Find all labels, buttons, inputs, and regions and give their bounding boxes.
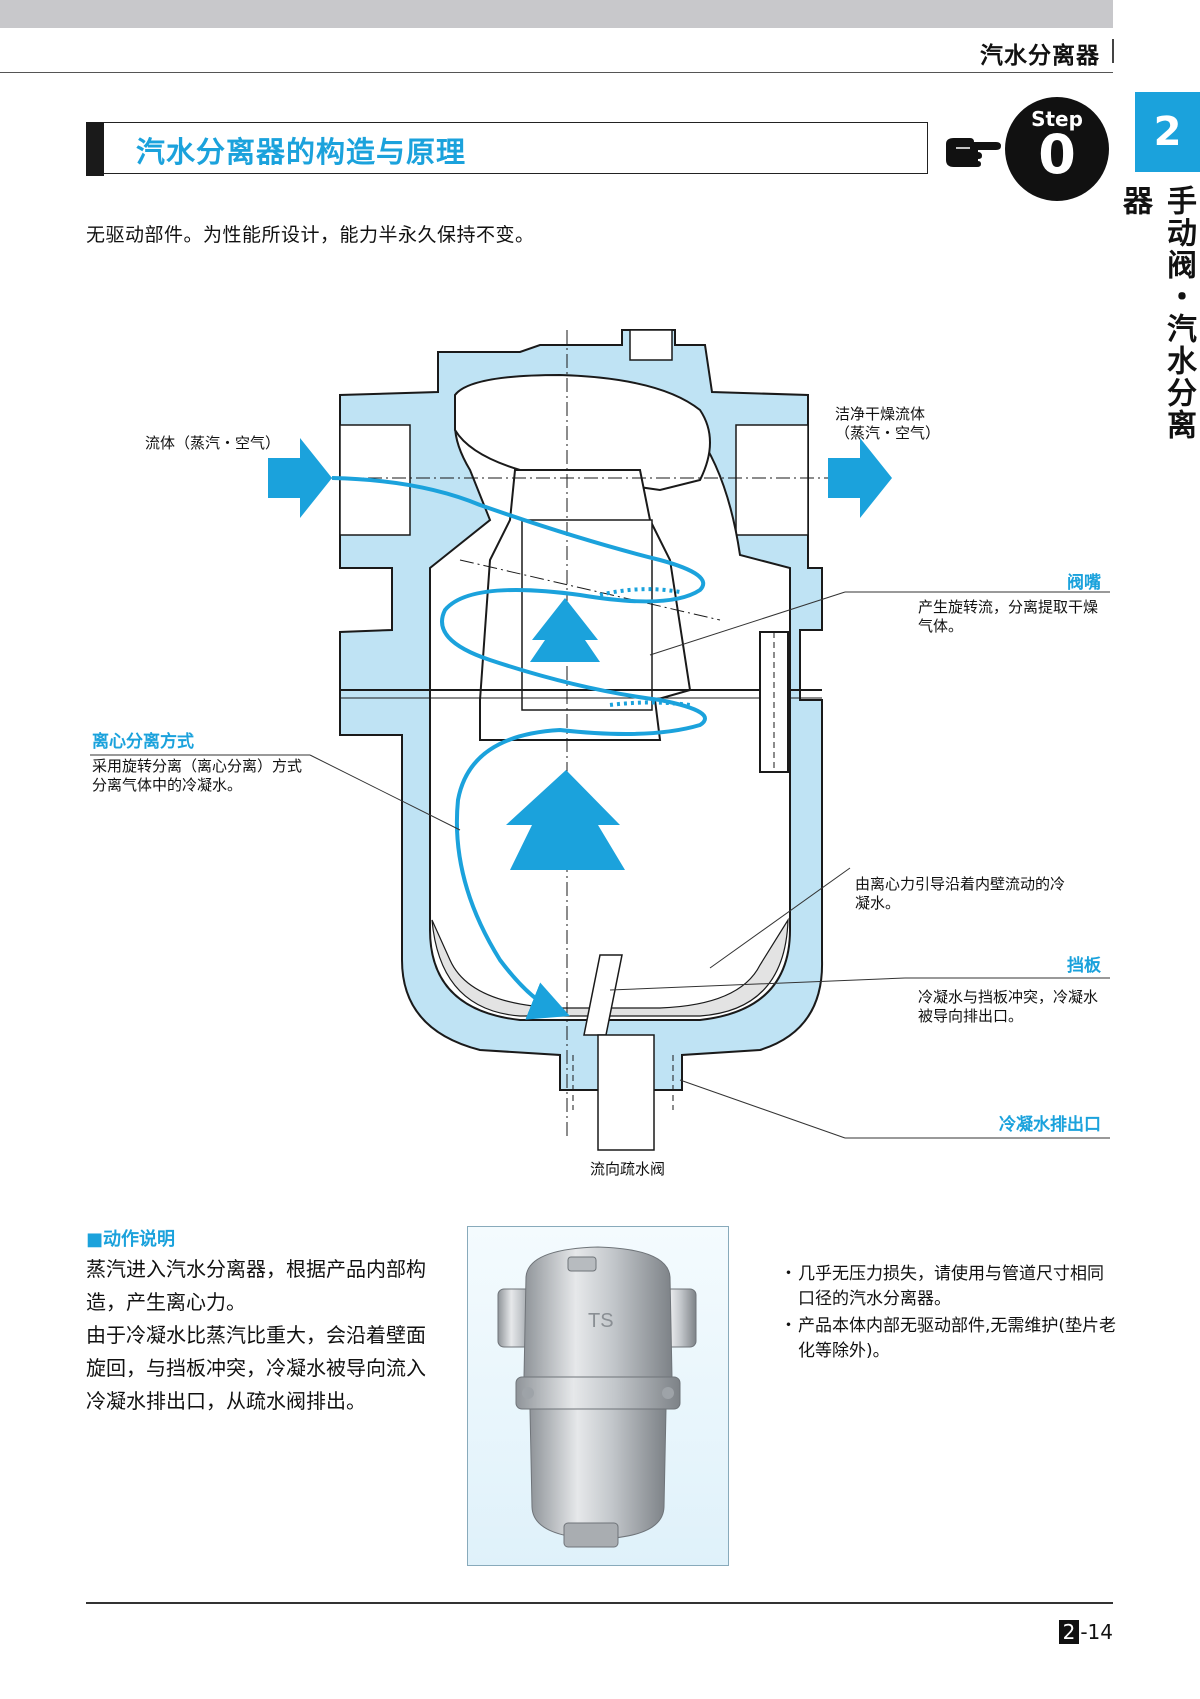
valve-callout-title: 阀嘴 bbox=[1067, 573, 1101, 593]
chapter-vertical-label: 手动阀・汽水分离器 bbox=[1117, 185, 1196, 441]
outlet-label: 洁净干燥流体 （蒸汽・空气） bbox=[835, 405, 940, 443]
section-title: 汽水分离器的构造与原理 bbox=[136, 135, 467, 169]
header-separator bbox=[1112, 39, 1114, 63]
operation-line-1: 蒸汽进入汽水分离器，根据产品内部构造，产生离心力。 bbox=[86, 1257, 426, 1314]
outlet-arrow bbox=[828, 438, 892, 518]
baffle-callout-title: 挡板 bbox=[1067, 956, 1101, 976]
outlet-bore bbox=[735, 424, 809, 536]
page-number: 2-14 bbox=[1058, 1620, 1113, 1644]
section-title-bar bbox=[86, 122, 104, 176]
outlet-label-line2: （蒸汽・空气） bbox=[835, 424, 941, 442]
feature-item: ・ 产品本体内部无驱动部件,无需维护(垫片老化等除外)。 bbox=[780, 1314, 1120, 1364]
intro-text: 无驱动部件。为性能所设计，能力半永久保持不变。 bbox=[86, 224, 535, 246]
product-photo-frame: TS bbox=[467, 1226, 729, 1566]
product-photo: TS bbox=[497, 1246, 697, 1548]
feature-bullet: ・ bbox=[780, 1316, 797, 1336]
step-number: 0 bbox=[1038, 123, 1076, 186]
chapter-tab: 2 bbox=[1135, 92, 1200, 172]
page-index: -14 bbox=[1080, 1620, 1113, 1644]
operation-heading: ■动作说明 bbox=[86, 1229, 176, 1250]
header-title: 汽水分离器 bbox=[980, 43, 1100, 69]
inlet-label: 流体（蒸汽・空气） bbox=[145, 434, 281, 452]
valve-callout-desc: 产生旋转流，分离提取干燥气体。 bbox=[918, 598, 1099, 635]
top-plug bbox=[629, 329, 673, 361]
upward-arrow-large bbox=[506, 770, 625, 870]
product-embossed-mark: TS bbox=[588, 1310, 614, 1332]
drain-outlet-bore bbox=[597, 1034, 655, 1151]
top-bar bbox=[0, 0, 1113, 28]
footer-rule bbox=[86, 1602, 1113, 1604]
feature-text: 产品本体内部无驱动部件,无需维护(垫片老化等除外)。 bbox=[798, 1316, 1117, 1361]
swirl-flow-path bbox=[331, 476, 707, 1020]
step-label: Step bbox=[1031, 107, 1083, 131]
feature-item: ・ 几乎无压力损失，请使用与管道尺寸相同口径的汽水分离器。 bbox=[780, 1262, 1120, 1312]
feature-bullet: ・ bbox=[780, 1264, 797, 1284]
wall-flow-callout: 由离心力引导沿着内壁流动的冷凝水。 bbox=[855, 875, 1066, 912]
centrifugal-callout-title: 离心分离方式 bbox=[92, 732, 194, 752]
operation-body: 蒸汽进入汽水分离器，根据产品内部构造，产生离心力。 由于冷凝水比蒸汽比重大，会沿… bbox=[86, 1253, 431, 1418]
header-rule bbox=[0, 72, 1113, 73]
page-chapter: 2 bbox=[1058, 1620, 1080, 1644]
feature-list: ・ 几乎无压力损失，请使用与管道尺寸相同口径的汽水分离器。 ・ 产品本体内部无驱… bbox=[780, 1262, 1120, 1366]
nozzle-inner bbox=[521, 519, 653, 711]
separator-cross-section-diagram bbox=[90, 329, 1110, 1151]
pointing-hand-icon bbox=[946, 138, 1001, 167]
upper-chamber bbox=[454, 373, 711, 492]
condensate-pool bbox=[431, 917, 789, 1017]
operation-line-2: 由于冷凝水比蒸汽比重大，会沿着壁面旋回，与挡板冲突，冷凝水被导向流入冷凝水排出口… bbox=[86, 1323, 426, 1413]
section-title-box bbox=[86, 122, 928, 174]
feature-text: 几乎无压力损失，请使用与管道尺寸相同口径的汽水分离器。 bbox=[798, 1264, 1104, 1309]
inlet-arrow bbox=[268, 438, 332, 518]
drain-outlet-callout-title: 冷凝水排出口 bbox=[999, 1115, 1101, 1135]
outlet-label-line1: 洁净干燥流体 bbox=[835, 405, 926, 423]
to-trap-label: 流向疏水阀 bbox=[590, 1160, 666, 1178]
upward-arrow-small bbox=[530, 598, 600, 662]
baffle-callout-desc: 冷凝水与挡板冲突，冷凝水被导向排出口。 bbox=[918, 988, 1099, 1025]
step-badge: Step 0 bbox=[1005, 97, 1109, 201]
centrifugal-callout-desc: 采用旋转分离（离心分离）方式分离气体中的冷凝水。 bbox=[92, 757, 303, 794]
